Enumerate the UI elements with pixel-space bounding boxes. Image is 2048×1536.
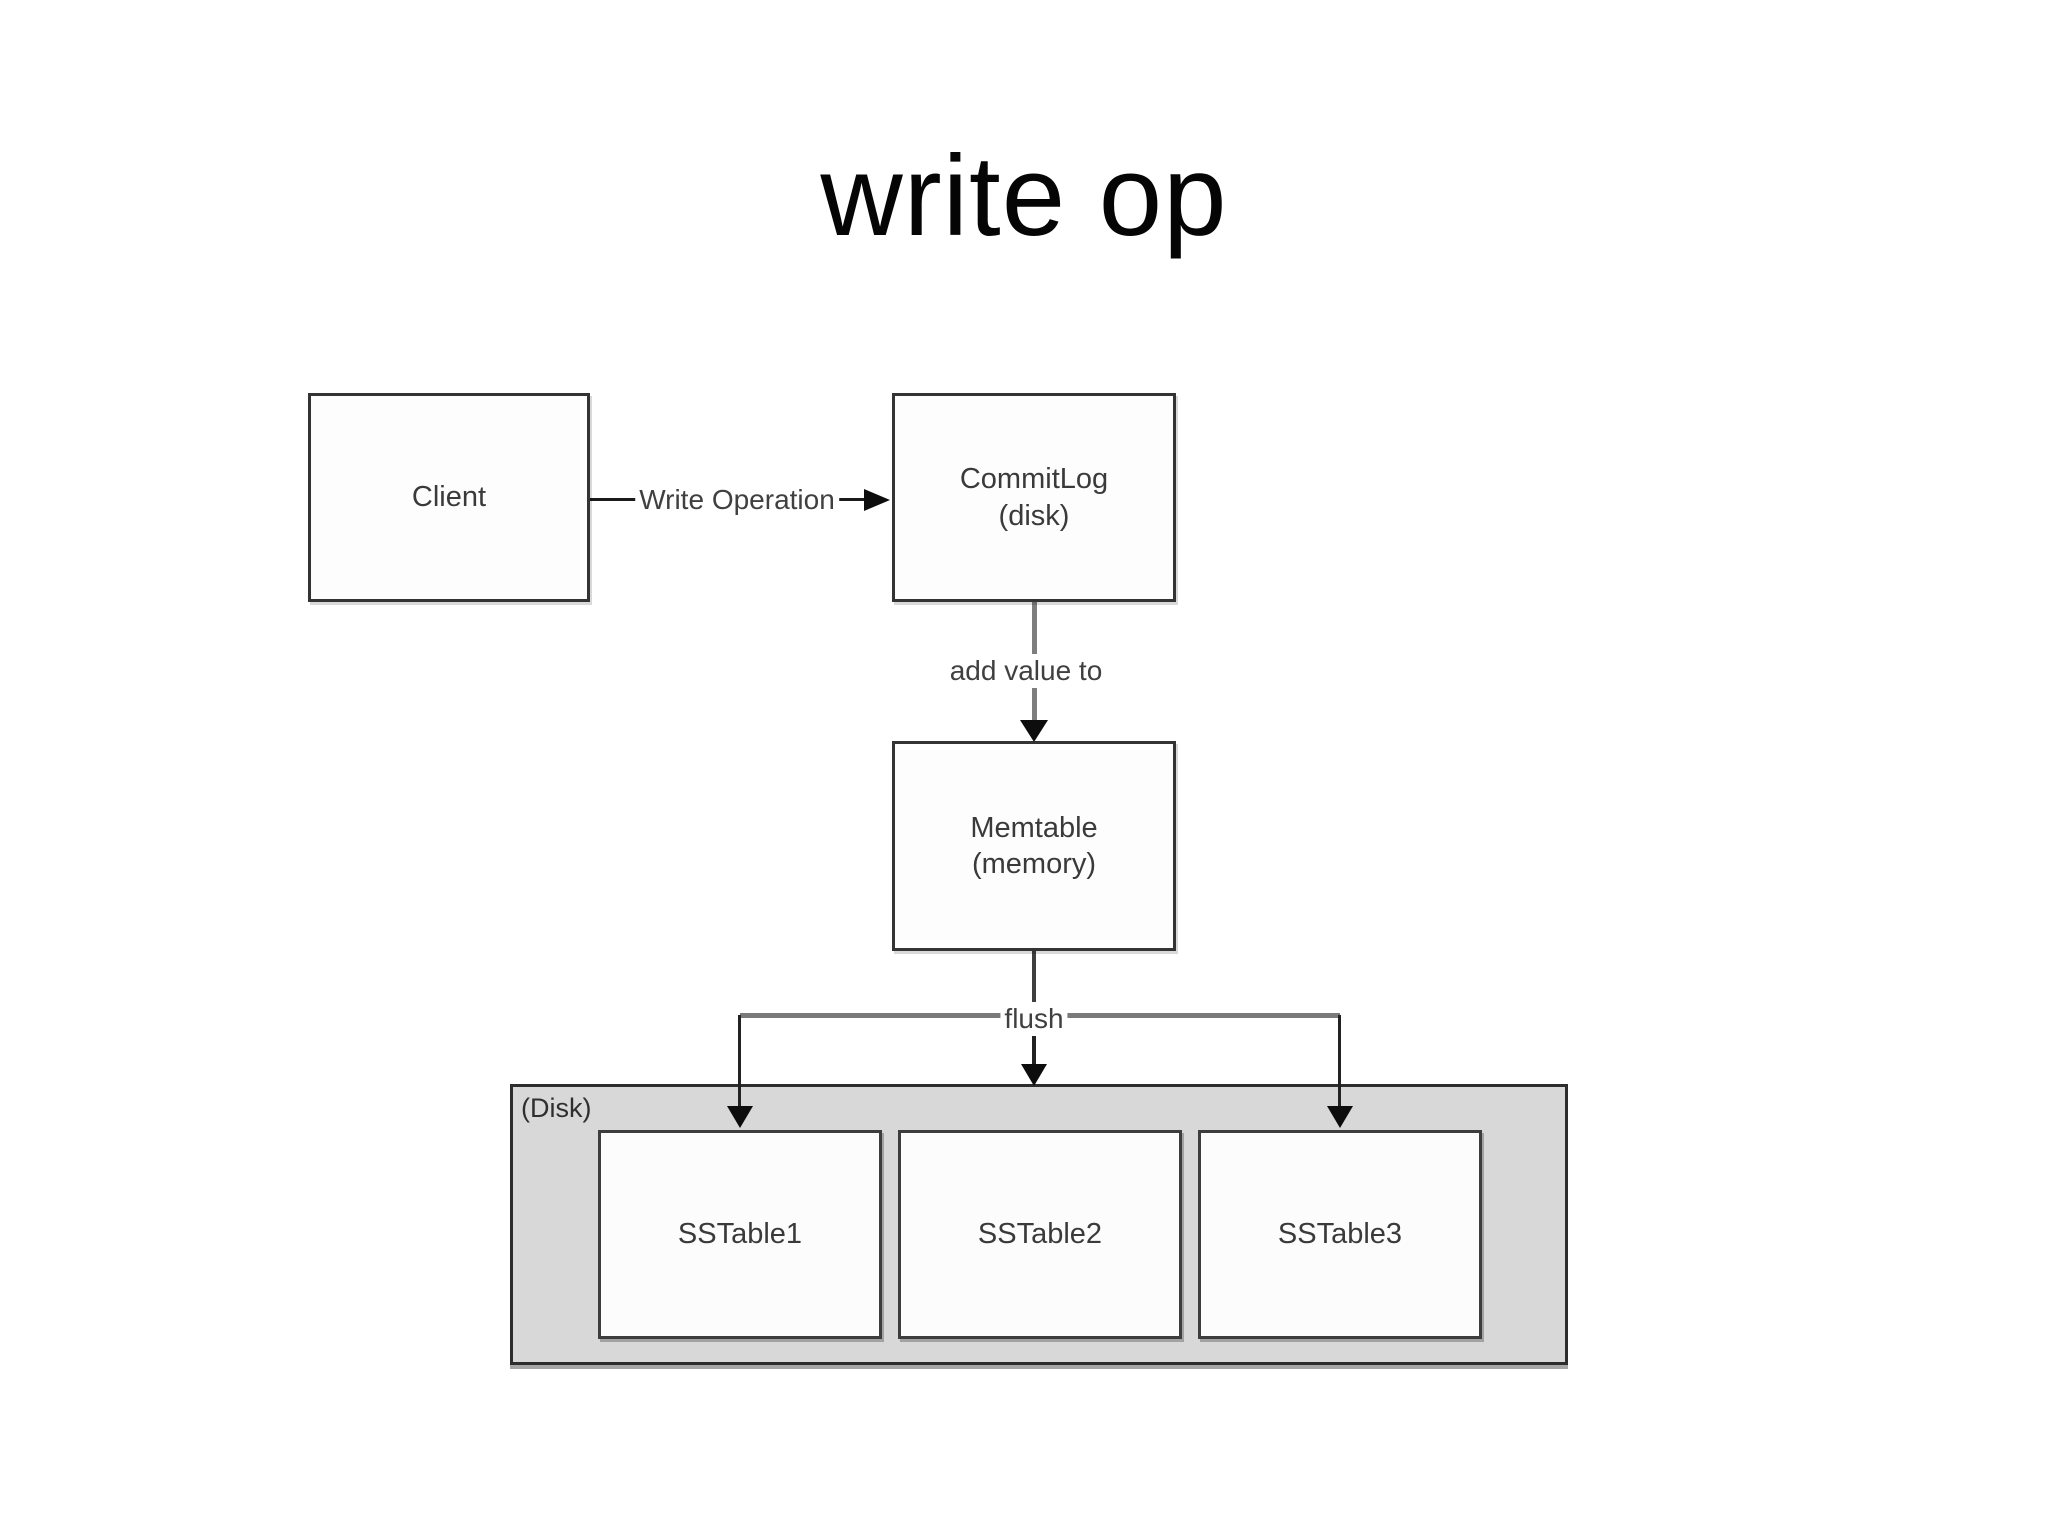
commitlog-sublabel: (disk): [998, 499, 1070, 532]
sstable-node-2: SSTable2: [898, 1130, 1182, 1339]
edge-flush-stem-line: [1032, 951, 1036, 1015]
memtable-label: Memtable: [970, 811, 1098, 844]
memtable-sublabel: (memory): [971, 848, 1097, 880]
sstable-node-3: SSTable3: [1198, 1130, 1482, 1339]
arrow-down-icon: [727, 1106, 753, 1128]
sstable-label: SSTable2: [977, 1218, 1103, 1250]
arrow-down-icon: [1327, 1106, 1353, 1128]
client-node: Client: [308, 393, 590, 602]
edge-flush-label: flush: [1000, 1002, 1068, 1036]
memtable-node: Memtable (memory): [892, 741, 1176, 951]
disk-group: (Disk) SSTable1 SSTable2 SSTable3: [510, 1084, 1568, 1365]
disk-group-label: (Disk): [521, 1093, 592, 1123]
client-label: Client: [411, 481, 487, 514]
commitlog-label: CommitLog: [959, 463, 1109, 496]
arrow-down-icon: [1020, 720, 1048, 742]
arrow-right-icon: [864, 489, 890, 511]
edge-flush-left-line: [738, 1015, 741, 1106]
edge-flush-center-line: [1032, 1034, 1036, 1064]
sstable-label: SSTable3: [1277, 1218, 1403, 1250]
sstable-node-1: SSTable1: [598, 1130, 882, 1339]
edge-add-value-label: add value to: [945, 654, 1107, 688]
arrow-down-icon: [1021, 1064, 1047, 1086]
slide-title: write op: [820, 133, 1228, 260]
edge-write-operation-label: Write Operation: [635, 483, 839, 517]
sstable-label: SSTable1: [677, 1218, 803, 1250]
commitlog-node: CommitLog (disk): [892, 393, 1176, 602]
edge-flush-right-line: [1338, 1015, 1341, 1106]
